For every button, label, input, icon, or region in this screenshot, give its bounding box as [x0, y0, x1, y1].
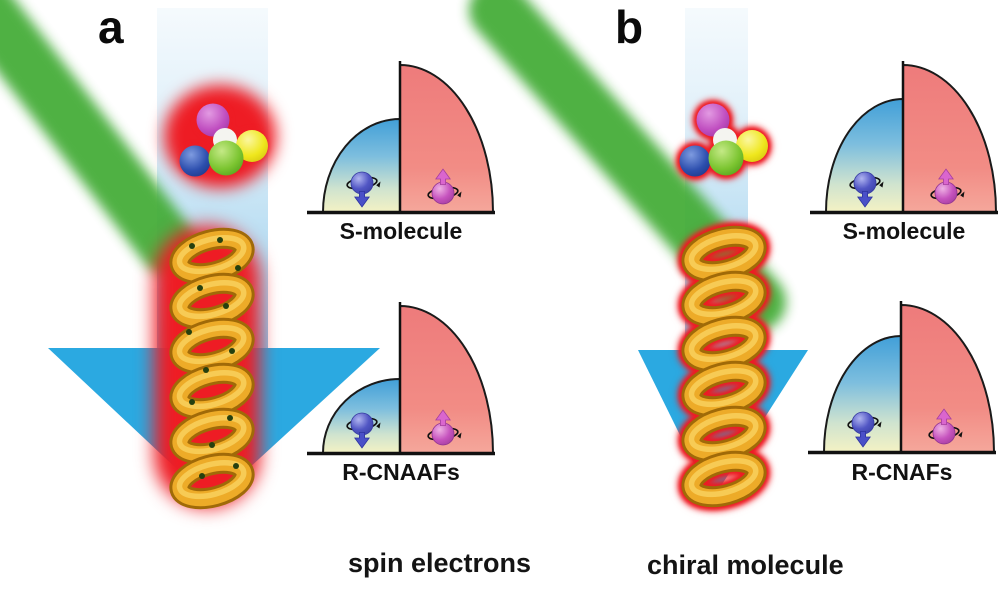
spin-population-chart-b-s: [810, 61, 998, 215]
chart-label-r-cnafs: R-CNAFs: [851, 459, 953, 485]
chiral-helix-fiber: [162, 230, 262, 508]
legend: spin electrons chiral molecule: [0, 515, 1000, 591]
chart-label-s-molecule-b: S-molecule: [842, 218, 966, 244]
legend-spin-electrons-label: spin electrons: [348, 548, 532, 578]
chiral-molecule-icon: [179, 103, 268, 177]
panel-b-letter: b: [615, 1, 644, 53]
green-laser-beam: [0, 0, 197, 275]
spin-population-chart-b-r: [808, 301, 996, 455]
green-laser-beam: [469, 0, 786, 331]
chart-label-r-cnaafs: R-CNAAFs: [342, 459, 460, 485]
chart-label-s-molecule-a: S-molecule: [339, 218, 463, 244]
panel-a-letter: a: [98, 1, 124, 53]
legend-chiral-molecule-label: chiral molecule: [647, 550, 844, 580]
spin-population-chart-a-r: [307, 302, 495, 456]
chiral-molecule-icon: [679, 103, 768, 177]
spin-population-chart-a-s: [307, 61, 495, 215]
chiral-helix-fiber: [674, 228, 774, 506]
dopant-dots: [186, 237, 241, 479]
panel-b: b: [469, 0, 1000, 520]
panel-a: a: [0, 0, 500, 520]
